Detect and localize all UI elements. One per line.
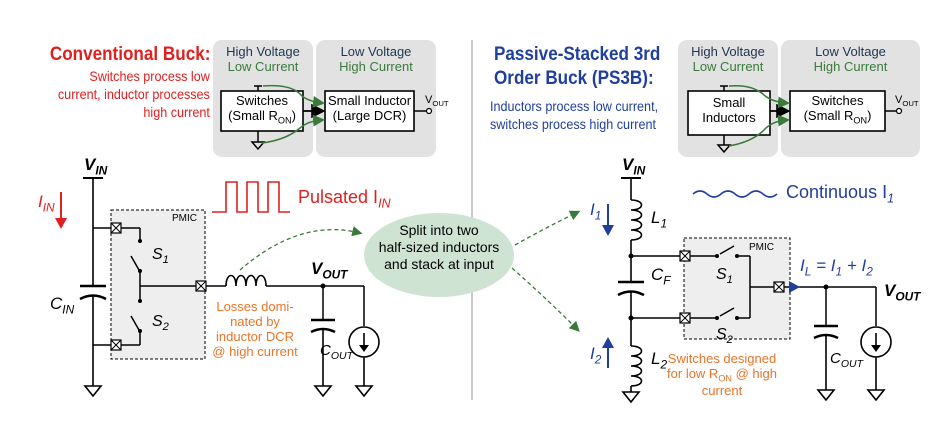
right-s2-label: S2 (716, 326, 733, 347)
right-desc-1: Inductors process low current, (490, 98, 659, 114)
left-inductor-block (324, 90, 415, 132)
left-s2-label: S2 (152, 313, 169, 334)
left-iin-label: IIN (38, 192, 55, 215)
cf-label: CF (651, 265, 671, 288)
split-ellipse (364, 213, 514, 297)
left-desc-1: Switches process low (89, 68, 210, 84)
right-title-2: Order Buck (PS3B): (494, 68, 654, 89)
right-inductors-block (687, 90, 771, 136)
left-title: Conventional Buck: (49, 44, 210, 65)
i2-label: I2 (590, 344, 602, 367)
right-s1-label: S1 (716, 266, 733, 287)
right-title-1: Passive-Stacked 3rd (494, 44, 661, 65)
right-vout-label: VOUT (884, 281, 921, 304)
left-inductor-label: Small Inductor (Large DCR) (327, 93, 412, 123)
split-text: Split into two half-sized inductors and … (378, 222, 500, 272)
left-pmic-box (110, 209, 206, 360)
i1-label: I1 (590, 200, 602, 223)
switch-note: Switches designed for low RON @ high cur… (667, 351, 777, 398)
left-vout-small: VOUT (425, 94, 449, 109)
left-s1-label: S1 (152, 246, 169, 267)
right-desc-2: switches process high current (490, 116, 656, 132)
right-vout-small: VOUT (895, 94, 919, 109)
left-desc-3: high current (143, 104, 210, 120)
right-switches-label: Switches (Small RON) (803, 93, 872, 126)
right-cout-label: COUT (830, 350, 864, 370)
right-inductors-label: Small Inductors (702, 95, 756, 125)
l2-label: L2 (651, 349, 668, 372)
inductor-l2 (630, 345, 643, 387)
left-switches-label: Switches (Small RON) (228, 93, 296, 126)
il-equation: IL = I1 + I2 (800, 256, 873, 279)
right-lv-label: Low Voltage High Current (813, 44, 888, 74)
left-pmic-label: PMIC (172, 213, 197, 224)
left-desc-2: current, inductor processes (58, 86, 210, 102)
left-hv-label: High Voltage Low Current (226, 44, 300, 74)
continuous-label: Continuous I1 (786, 182, 895, 206)
left-vin-label: VIN (84, 155, 108, 178)
l1-label: L1 (651, 208, 668, 231)
left-inductor (225, 274, 267, 287)
left-lv-label: Low Voltage High Current (339, 44, 413, 74)
loss-note: Losses domi- nated by inductor DCR @ hig… (212, 299, 298, 359)
pulsated-label: Pulsated IIN (298, 187, 391, 211)
left-switches-block (220, 90, 304, 132)
continuous-waveform (692, 190, 778, 198)
left-vout-label: VOUT (311, 259, 348, 282)
right-pmic-label: PMIC (749, 242, 774, 253)
inductor-l1 (630, 199, 643, 241)
left-cin-label: CIN (50, 294, 75, 317)
pulsated-waveform (212, 181, 290, 213)
right-vin-label: VIN (622, 155, 646, 178)
right-hv-label: High Voltage Low Current (691, 44, 765, 74)
left-cout-label: COUT (320, 342, 354, 362)
